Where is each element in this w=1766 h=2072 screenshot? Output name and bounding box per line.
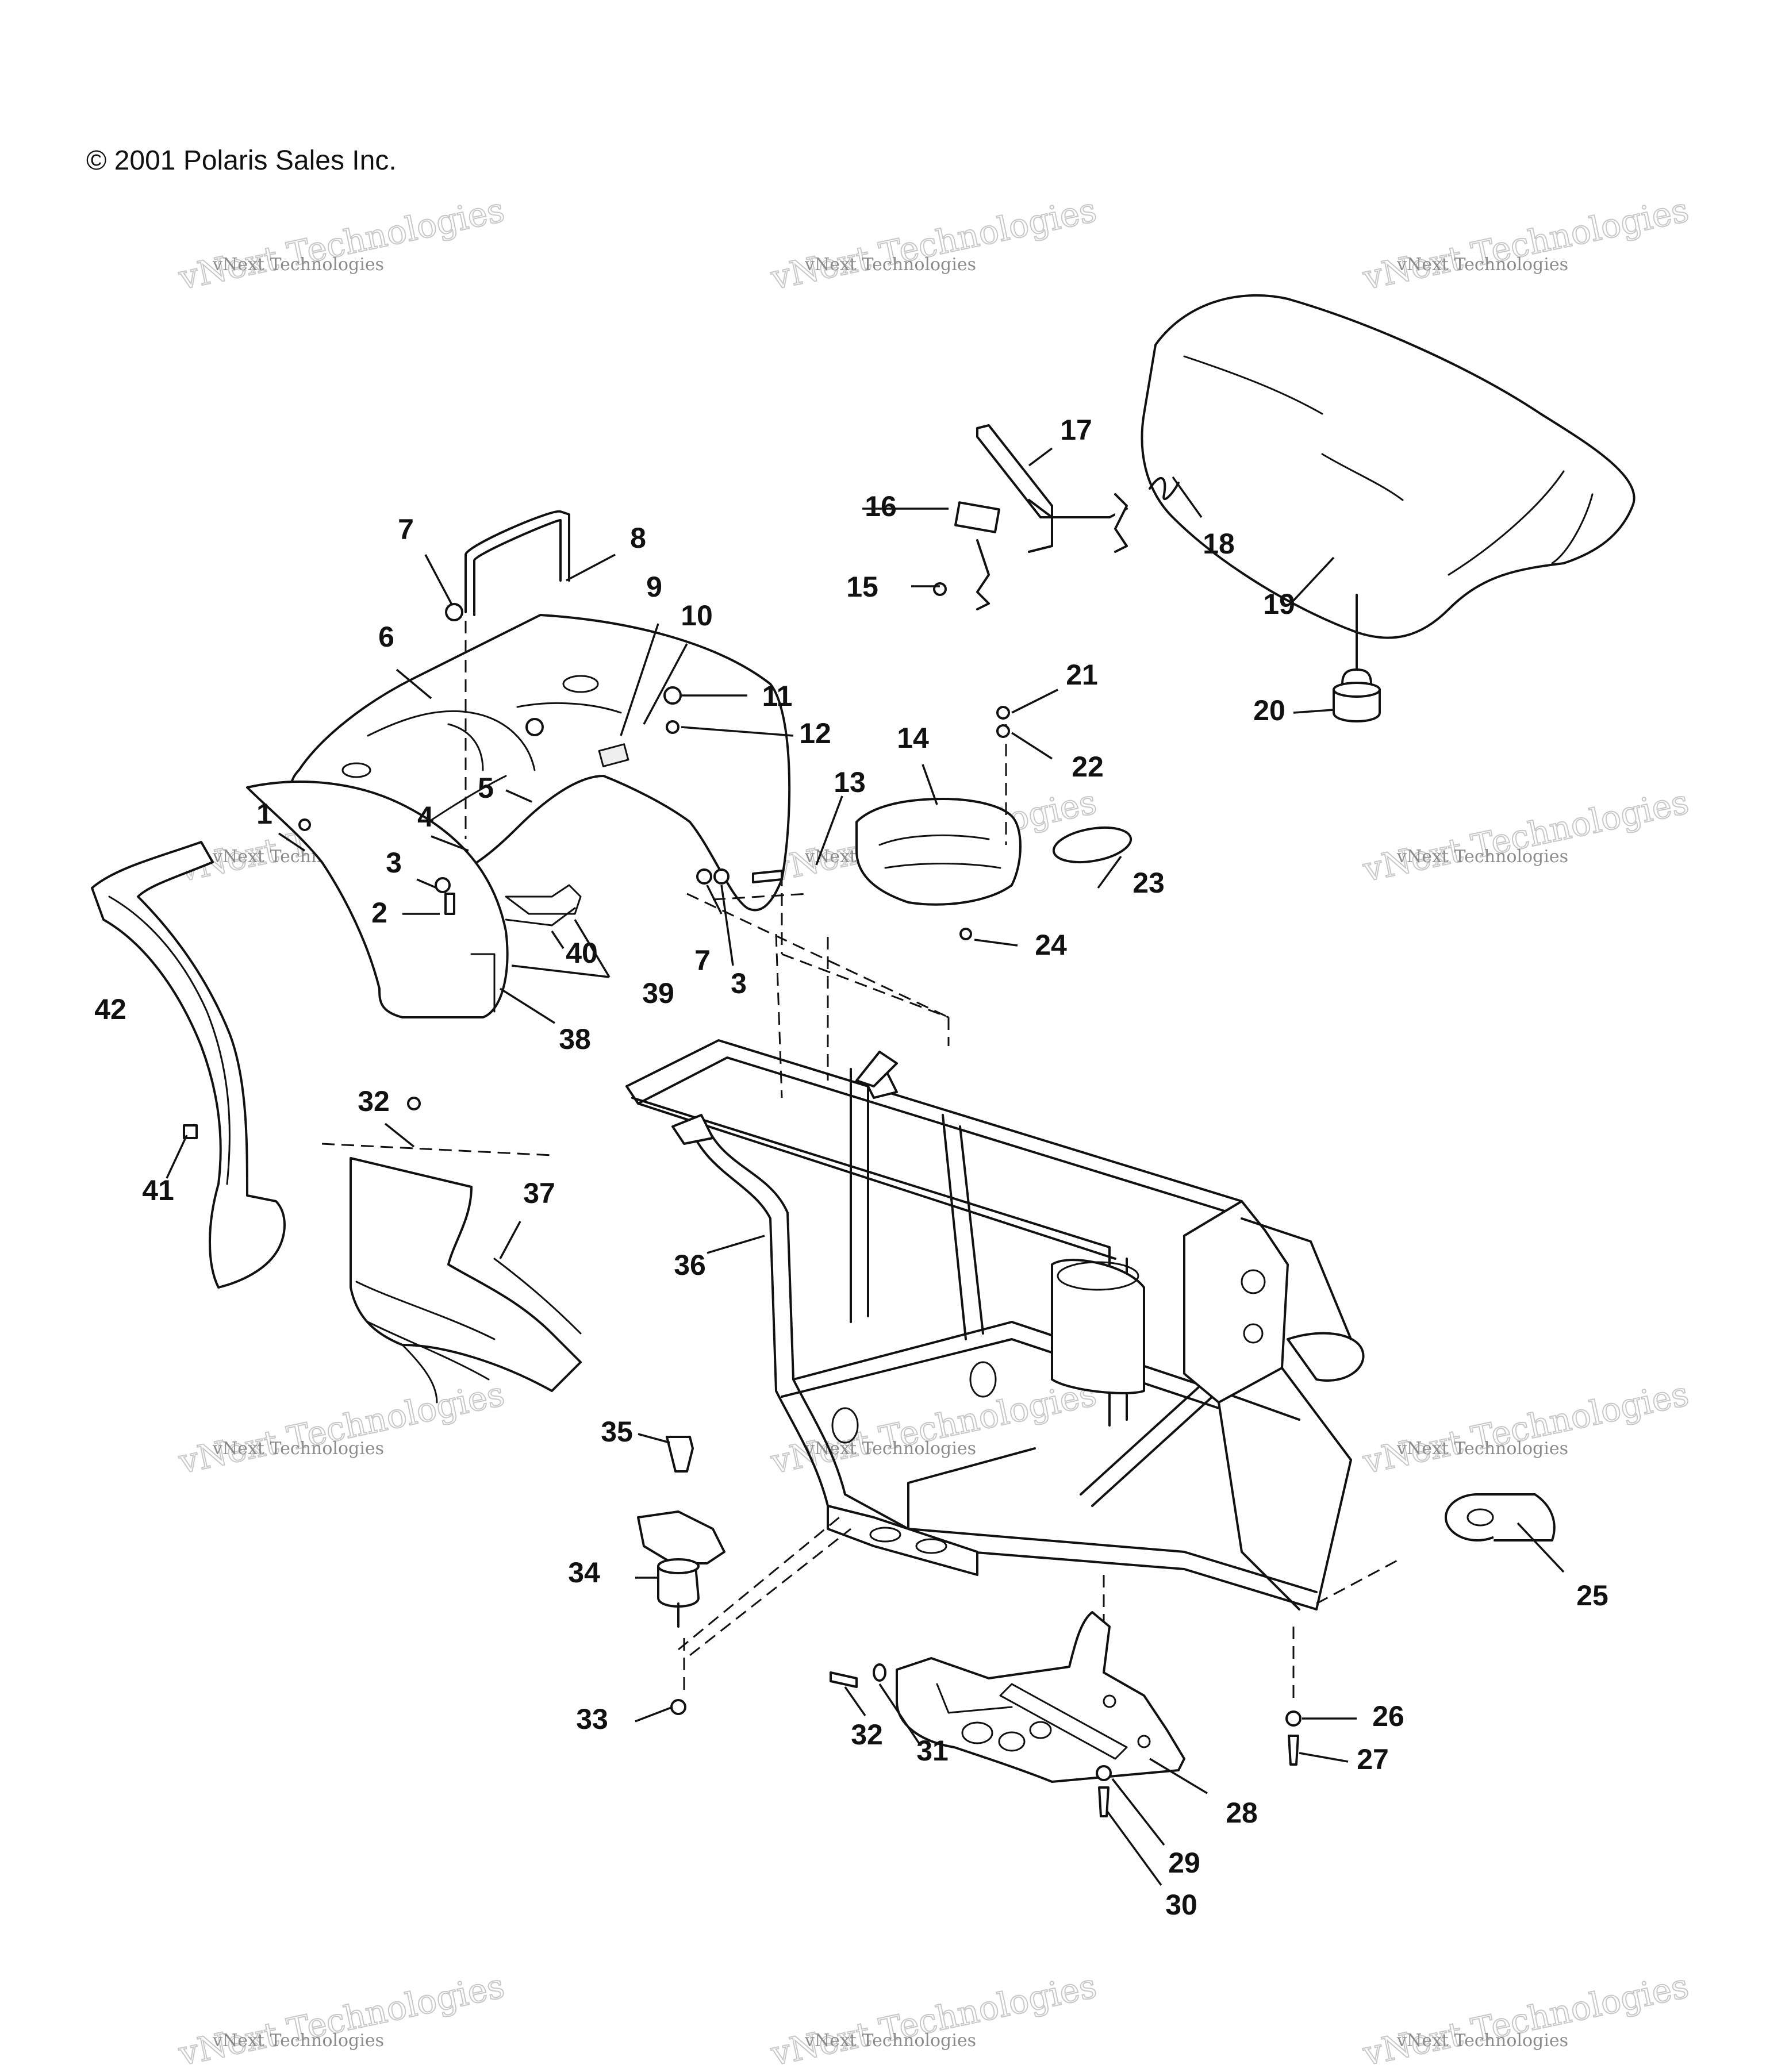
callout-33: 33 (576, 1703, 608, 1735)
watermark-small-text: vNext Technologies (1396, 255, 1568, 275)
callout-41: 41 (142, 1174, 174, 1206)
callout-18: 18 (1203, 528, 1235, 560)
watermark-small-text: vNext Technologies (212, 1439, 384, 1459)
callout-3b: 3 (731, 967, 747, 1000)
watermark-small-text: vNext Technologies (804, 255, 976, 275)
leader-lines (166, 447, 1565, 1886)
copyright-text: © 2001 Polaris Sales Inc. (86, 145, 397, 176)
callout-15: 15 (846, 571, 878, 603)
callout-7b: 7 (694, 944, 711, 977)
callout-3a: 3 (386, 847, 402, 879)
callout-12: 12 (799, 717, 831, 749)
bumper-part-20 (1333, 594, 1381, 722)
callout-13: 13 (834, 766, 866, 798)
watermark-large-text: vNext Technologies (175, 190, 508, 298)
fasteners-upper (183, 603, 783, 1139)
watermark-large-text: vNext Technologies (767, 1374, 1100, 1482)
callout-8: 8 (630, 522, 646, 554)
callout-5: 5 (478, 772, 494, 804)
callout-17: 17 (1060, 414, 1092, 446)
callout-35: 35 (601, 1416, 633, 1448)
callout-7a: 7 (398, 513, 414, 545)
callout-1: 1 (256, 798, 272, 830)
watermark-small-text: vNext Technologies (1396, 2031, 1568, 2051)
callout-9: 9 (646, 571, 662, 603)
callout-19: 19 (1263, 588, 1295, 620)
callout-21: 21 (1066, 659, 1098, 691)
watermark-large-text: vNext Technologies (175, 1966, 508, 2072)
callout-34: 34 (568, 1556, 600, 1589)
watermark-large-text: vNext Technologies (767, 190, 1100, 298)
watermark-large-text: vNext Technologies (175, 1374, 508, 1482)
callout-28: 28 (1226, 1797, 1258, 1829)
watermark-large-text: vNext Technologies (1359, 1966, 1692, 2072)
seat-part-19 (1141, 294, 1636, 639)
watermark-large-text: vNext Technologies (1359, 782, 1692, 890)
grab-bar-part-8 (464, 510, 570, 839)
floor-panel-part-37 (350, 1157, 582, 1404)
callout-4: 4 (417, 801, 433, 833)
watermark-large-text: vNext Technologies (767, 1966, 1100, 2072)
callout-29: 29 (1168, 1847, 1200, 1879)
taillight-part-14 (855, 706, 1132, 940)
callout-22: 22 (1072, 751, 1104, 783)
callout-32b: 32 (851, 1719, 883, 1751)
callout-11: 11 (762, 680, 793, 712)
callout-14: 14 (897, 722, 929, 754)
watermark-small-text: vNext Technologies (212, 2031, 384, 2051)
mounting-lines (321, 893, 1403, 1736)
callout-37: 37 (523, 1177, 555, 1209)
callout-23: 23 (1132, 867, 1165, 899)
nerf-bar-part-42 (91, 841, 286, 1289)
callout-40: 40 (566, 937, 598, 969)
callout-27: 27 (1357, 1743, 1389, 1775)
skid-plate-part-28 (896, 1611, 1185, 1783)
callout-16: 16 (865, 490, 897, 522)
frame-part-36 (625, 874, 1365, 1610)
callout-labels: 1 2 3 3 4 5 6 7 7 8 9 10 11 12 13 14 15 … (94, 414, 1608, 1921)
callout-36: 36 (674, 1249, 706, 1281)
watermark-large-text: vNext Technologies (1359, 190, 1692, 298)
callout-42: 42 (94, 993, 126, 1025)
callout-25: 25 (1576, 1579, 1608, 1612)
callout-39: 39 (642, 977, 674, 1009)
seat-latch-parts-15-18 (933, 424, 1180, 610)
watermark-small-text: vNext Technologies (212, 255, 384, 275)
callout-31: 31 (916, 1735, 949, 1767)
callout-32a: 32 (358, 1085, 390, 1117)
bumper-part-25 (1445, 1493, 1556, 1541)
watermark-small-text: vNext Technologies (804, 2031, 976, 2051)
callout-2: 2 (371, 897, 387, 929)
side-panel-part-38 (246, 781, 582, 1018)
callout-10: 10 (681, 599, 713, 632)
fasteners-lower (670, 1663, 1302, 1817)
callout-20: 20 (1253, 694, 1285, 726)
callout-26: 26 (1372, 1700, 1404, 1732)
callout-24: 24 (1035, 929, 1067, 961)
watermark-large-text: vNext Technologies (1359, 1374, 1692, 1482)
callout-38: 38 (559, 1023, 591, 1055)
mount-parts-33-35 (637, 1436, 725, 1628)
watermark-small-text: vNext Technologies (1396, 847, 1568, 867)
callout-6: 6 (378, 621, 394, 653)
watermark-small-text: vNext Technologies (1396, 1439, 1568, 1459)
callout-30: 30 (1165, 1889, 1197, 1921)
